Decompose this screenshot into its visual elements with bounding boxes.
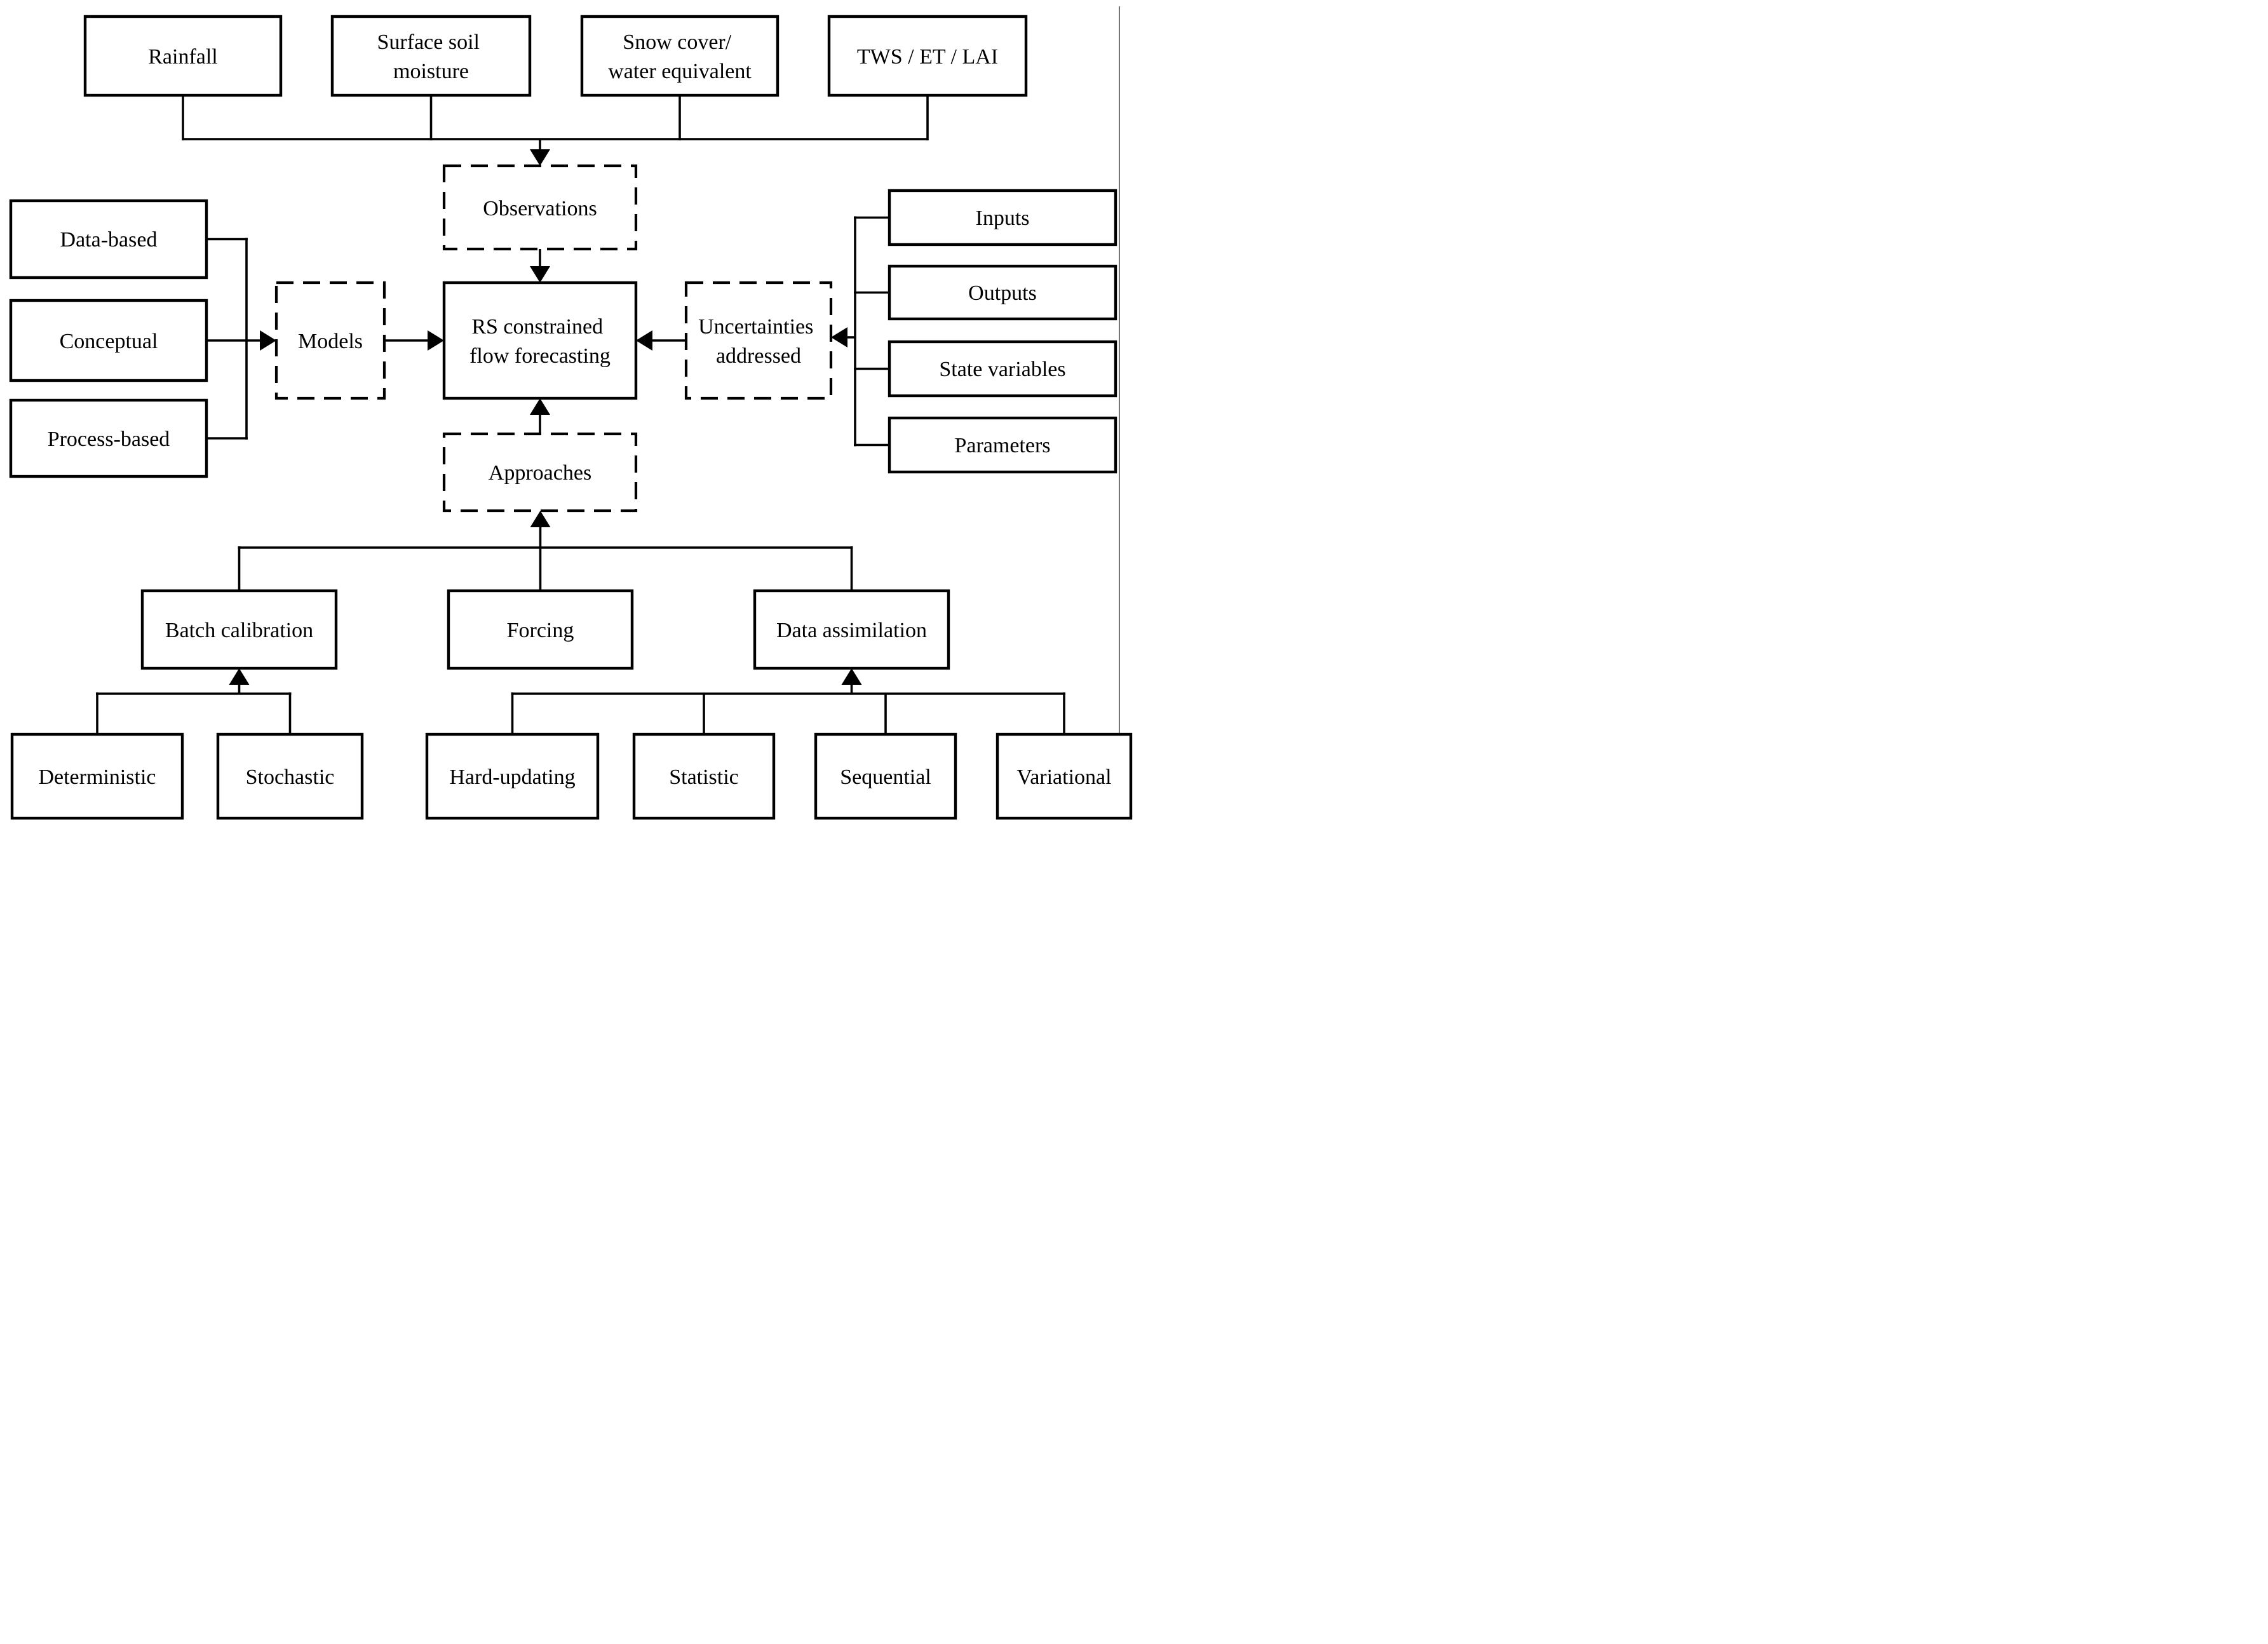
- node-data-based-box: [9, 199, 208, 280]
- node-sequential-box: [814, 732, 957, 820]
- node-rs-constrained-flow-forecasting-label-line-2: flow forecasting: [469, 344, 611, 368]
- node-inputs-label: Inputs: [976, 206, 1030, 230]
- node-models-label: Models: [298, 330, 363, 353]
- node-snow-cover-water-equivalent-label-line-1: Snow cover/: [623, 30, 731, 54]
- node-approaches: Approaches: [442, 432, 638, 513]
- node-uncertainties-addressed-label-line-2: addressed: [716, 344, 801, 368]
- node-statistic-box: [632, 732, 776, 820]
- node-conceptual: Conceptual: [9, 299, 208, 382]
- node-approaches-box: [442, 432, 638, 513]
- node-conceptual-box: [9, 299, 208, 382]
- node-state-variables-box: [888, 340, 1117, 398]
- node-parameters-label: Parameters: [954, 434, 1050, 457]
- node-outputs-box: [888, 264, 1117, 321]
- node-rainfall-box: [83, 15, 283, 97]
- node-batch-calibration-box: [140, 589, 338, 670]
- node-rainfall: Rainfall: [83, 15, 283, 97]
- node-state-variables: State variables: [888, 340, 1117, 398]
- node-surface-soil-moisture-label-line-1: Surface soil: [377, 30, 480, 54]
- node-sequential: Sequential: [814, 732, 957, 820]
- arrowhead-bus-to-batch-calibration: [229, 668, 250, 685]
- node-data-assimilation: Data assimilation: [753, 589, 950, 670]
- node-stochastic-box: [216, 732, 364, 820]
- node-models-box: [274, 281, 386, 400]
- arrowhead-bus-to-observations: [530, 149, 550, 166]
- node-deterministic-box: [10, 732, 184, 820]
- connector-lines: [96, 94, 1065, 734]
- node-tws-et-lai-box: [827, 15, 1028, 97]
- node-sequential-label: Sequential: [840, 765, 931, 789]
- node-rs-constrained-flow-forecasting-label: RS constrained flow forecasting: [469, 315, 611, 368]
- node-surface-soil-moisture-box: [330, 15, 532, 97]
- node-inputs: Inputs: [888, 189, 1117, 246]
- node-observations-label: Observations: [483, 197, 597, 220]
- arrowhead-approaches-to-forecasting: [530, 398, 550, 415]
- arrowhead-conceptual-to-models: [260, 330, 276, 351]
- node-forcing-label: Forcing: [507, 619, 574, 642]
- arrowhead-bus-to-data-assimilation: [841, 668, 862, 685]
- node-approaches-label: Approaches: [489, 461, 591, 485]
- node-rainfall-label: Rainfall: [148, 45, 218, 69]
- node-rs-constrained-flow-forecasting-label-line-1: RS constrained: [471, 315, 603, 339]
- node-uncertainties-addressed-label-line-1: Uncertainties: [698, 315, 813, 339]
- arrowhead-uncertainties-to-forecasting: [636, 330, 652, 351]
- node-snow-cover-water-equivalent: Snow cover/ water equivalent: [580, 15, 780, 97]
- arrowheads: [229, 149, 862, 685]
- node-hard-updating-box: [425, 732, 600, 820]
- node-statistic: Statistic: [632, 732, 776, 820]
- node-data-based: Data-based: [9, 199, 208, 280]
- node-tws-et-lai-label: TWS / ET / LAI: [857, 45, 998, 69]
- node-surface-soil-moisture-label-line-2: moisture: [393, 60, 469, 83]
- node-tws-et-lai: TWS / ET / LAI: [827, 15, 1028, 97]
- node-data-assimilation-label: Data assimilation: [776, 619, 927, 642]
- node-stochastic: Stochastic: [216, 732, 364, 820]
- arrowhead-observations-to-forecasting: [530, 266, 550, 283]
- node-surface-soil-moisture: Surface soil moisture: [330, 15, 532, 97]
- arrowhead-connector-to-uncertainties: [831, 327, 847, 347]
- node-process-based-label: Process-based: [48, 428, 170, 451]
- node-uncertainties-addressed-box: [684, 281, 833, 400]
- node-parameters-box: [888, 416, 1117, 474]
- arrowhead-models-to-forecasting: [428, 330, 444, 351]
- node-forcing-box: [447, 589, 634, 670]
- node-state-variables-label: State variables: [939, 358, 1065, 381]
- node-uncertainties-addressed: Uncertainties addressed: [684, 281, 833, 400]
- node-deterministic-label: Deterministic: [38, 765, 156, 789]
- node-process-based-box: [9, 398, 208, 478]
- node-models: Models: [274, 281, 386, 400]
- node-statistic-label: Statistic: [669, 765, 739, 789]
- node-surface-soil-moisture-label: Surface soil moisture: [377, 30, 485, 83]
- node-stochastic-label: Stochastic: [246, 765, 335, 789]
- node-batch-calibration-label: Batch calibration: [165, 619, 313, 642]
- node-inputs-box: [888, 189, 1117, 246]
- node-variational-box: [996, 732, 1133, 820]
- node-parameters: Parameters: [888, 416, 1117, 474]
- node-forcing: Forcing: [447, 589, 634, 670]
- node-data-based-label: Data-based: [60, 228, 158, 252]
- node-rs-constrained-flow-forecasting: RS constrained flow forecasting: [442, 281, 638, 400]
- node-conceptual-label: Conceptual: [60, 330, 158, 353]
- node-observations: Observations: [442, 164, 638, 251]
- node-deterministic: Deterministic: [10, 732, 184, 820]
- arrowhead-bus-to-approaches: [530, 511, 551, 527]
- node-uncertainties-addressed-label: Uncertainties addressed: [698, 315, 819, 368]
- flowchart-svg: Rainfall Surface soil moisture Snow cove…: [9, 6, 1133, 820]
- node-variational: Variational: [996, 732, 1133, 820]
- node-hard-updating-label: Hard-updating: [449, 765, 575, 789]
- node-rs-constrained-flow-forecasting-box: [442, 281, 638, 400]
- node-hard-updating: Hard-updating: [425, 732, 600, 820]
- node-outputs: Outputs: [888, 264, 1117, 321]
- node-snow-cover-water-equivalent-box: [580, 15, 780, 97]
- node-variational-label: Variational: [1016, 765, 1111, 789]
- node-snow-cover-water-equivalent-label: Snow cover/ water equivalent: [608, 30, 752, 83]
- node-batch-calibration: Batch calibration: [140, 589, 338, 670]
- node-snow-cover-water-equivalent-label-line-2: water equivalent: [608, 60, 752, 83]
- node-outputs-label: Outputs: [968, 281, 1037, 305]
- flowchart-canvas: Rainfall Surface soil moisture Snow cove…: [0, 0, 1134, 822]
- node-process-based: Process-based: [9, 398, 208, 478]
